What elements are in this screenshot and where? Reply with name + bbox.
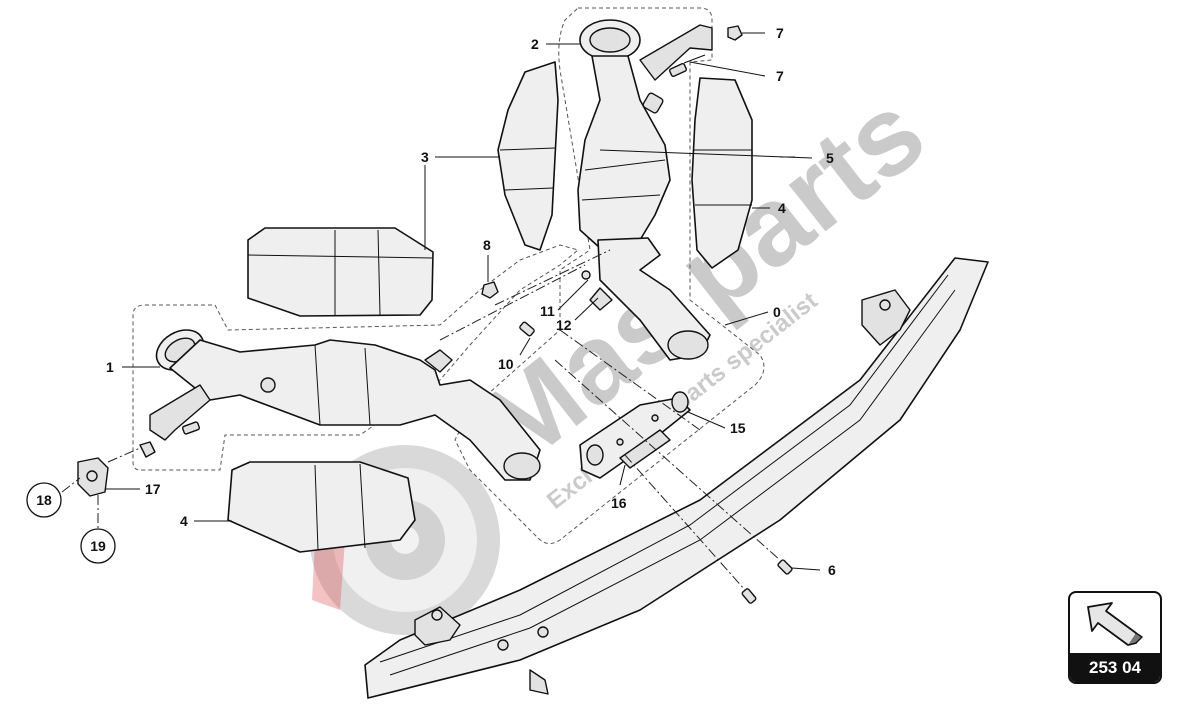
bolt-7-icon — [669, 62, 687, 78]
fasteners — [77, 25, 795, 604]
bracket-mount-left — [414, 606, 461, 646]
heat-shield-4-lower — [227, 461, 416, 553]
heat-shield-3-upper — [497, 61, 559, 251]
rear-crossmember — [364, 257, 989, 699]
label-part-17: 17 — [145, 481, 161, 497]
nut-8-icon — [481, 281, 499, 299]
label-part-19: 19 — [90, 538, 106, 554]
label-part-12: 12 — [556, 317, 572, 333]
label-part-18: 18 — [36, 492, 52, 508]
label-part-7-bolt: 7 — [776, 68, 784, 84]
label-part-10: 10 — [498, 356, 514, 372]
bracket-mount-right — [861, 289, 911, 346]
label-part-1: 1 — [106, 359, 114, 375]
label-part-11: 11 — [540, 303, 555, 319]
label-part-6: 6 — [828, 562, 836, 578]
heat-shield-3-lower — [247, 227, 434, 317]
label-part-3: 3 — [421, 149, 429, 165]
label-part-15: 15 — [730, 420, 746, 436]
bolt-10-icon — [519, 321, 535, 337]
leader-lines — [106, 32, 821, 571]
assembly-outlines — [132, 7, 765, 544]
callout-labels: 0 1 2 3 4 4 5 6 7 7 8 10 11 12 15 16 17 … — [26, 25, 836, 578]
label-part-2: 2 — [531, 36, 539, 52]
bolt-6-icon — [777, 559, 793, 575]
callout-circle-18 — [26, 482, 62, 518]
label-part-8: 8 — [483, 237, 491, 253]
callout-circle-19 — [80, 528, 116, 564]
mounting-bracket-15 — [579, 391, 691, 479]
label-part-5: 5 — [826, 150, 834, 166]
page-navigator[interactable]: 253 04 — [1068, 591, 1162, 684]
page-code: 253 04 — [1070, 653, 1160, 682]
washer-11-icon — [581, 270, 591, 280]
heat-shield-4-upper — [691, 77, 753, 269]
arrow-up-left-icon — [1087, 602, 1143, 646]
assembly-lines — [61, 249, 781, 591]
bolt-6b-icon — [741, 588, 757, 604]
label-part-7-nut: 7 — [776, 25, 784, 41]
label-part-16: 16 — [611, 495, 627, 511]
label-part-4-upper: 4 — [778, 200, 786, 216]
label-part-0: 0 — [773, 304, 781, 320]
nut-7-icon — [727, 25, 743, 41]
catalytic-converter-upper — [577, 19, 713, 361]
catalytic-converter-lower — [149, 329, 541, 481]
clip-12-icon — [589, 287, 613, 311]
label-part-4-lower: 4 — [180, 513, 188, 529]
